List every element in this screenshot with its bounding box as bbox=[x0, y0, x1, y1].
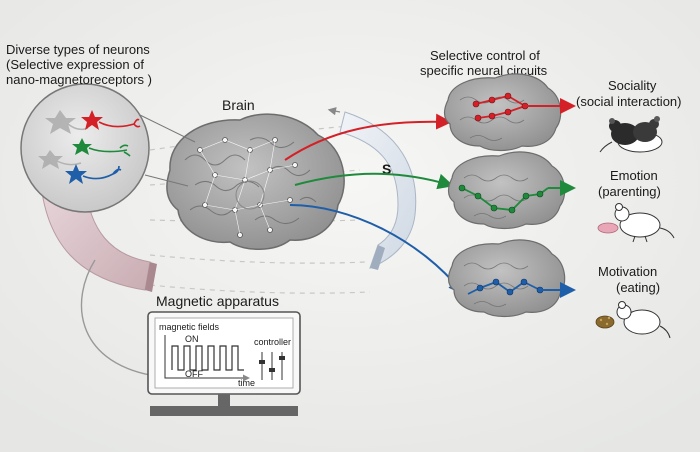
blue-neuron bbox=[65, 164, 122, 184]
two-mice-icon bbox=[599, 116, 663, 153]
south-magnet: S bbox=[339, 111, 417, 270]
green-pathway-arrow bbox=[294, 172, 454, 190]
off-label: OFF bbox=[185, 369, 203, 379]
outcome-motivation-line1: Motivation bbox=[598, 264, 657, 279]
outcome-sociality-line2: (social interaction) bbox=[576, 94, 682, 109]
apparatus-cable bbox=[80, 259, 151, 376]
control-label-line1: Selective control of bbox=[430, 48, 540, 63]
magnetic-fields-label: magnetic fields bbox=[159, 322, 220, 332]
controller-slider-1 bbox=[259, 360, 265, 364]
time-label: time bbox=[238, 378, 255, 388]
apparatus-title: Magnetic apparatus bbox=[156, 293, 279, 309]
neurons-bubble bbox=[20, 83, 196, 213]
controller-label: controller bbox=[254, 337, 291, 347]
controller-slider-3 bbox=[279, 356, 285, 360]
field-lines bbox=[149, 124, 371, 294]
magnetic-apparatus bbox=[147, 311, 301, 416]
brain-illustration bbox=[166, 113, 345, 250]
outcome-emotion-line2: (parenting) bbox=[598, 184, 661, 199]
outcome-emotion-line1: Emotion bbox=[610, 168, 658, 183]
brain-label: Brain bbox=[222, 97, 255, 113]
green-neuron bbox=[72, 138, 131, 157]
controller-slider-2 bbox=[269, 368, 275, 372]
red-pathway-arrow bbox=[284, 113, 452, 161]
pulse-waveform bbox=[171, 345, 244, 371]
mouse-with-pup-icon bbox=[597, 203, 675, 243]
neurons-label-line1: Diverse types of neurons bbox=[6, 42, 150, 57]
mouse-eating-icon bbox=[595, 301, 671, 339]
brain-circuit-blue bbox=[447, 239, 576, 318]
field-arrow bbox=[327, 107, 341, 116]
neurons-label-line2: (Selective expression of bbox=[6, 57, 144, 72]
red-neuron bbox=[81, 110, 141, 130]
on-label: ON bbox=[185, 334, 199, 344]
outcome-motivation-line2: (eating) bbox=[616, 280, 660, 295]
brain-circuit-red bbox=[443, 73, 576, 152]
outcome-sociality-line1: Sociality bbox=[608, 78, 657, 93]
magnet-south-label: S bbox=[382, 161, 391, 177]
blue-pathway-arrow bbox=[289, 204, 465, 296]
brain-circuit-green bbox=[447, 151, 576, 230]
neurons-label-line3: nano-magnetoreceptors ) bbox=[6, 72, 152, 87]
